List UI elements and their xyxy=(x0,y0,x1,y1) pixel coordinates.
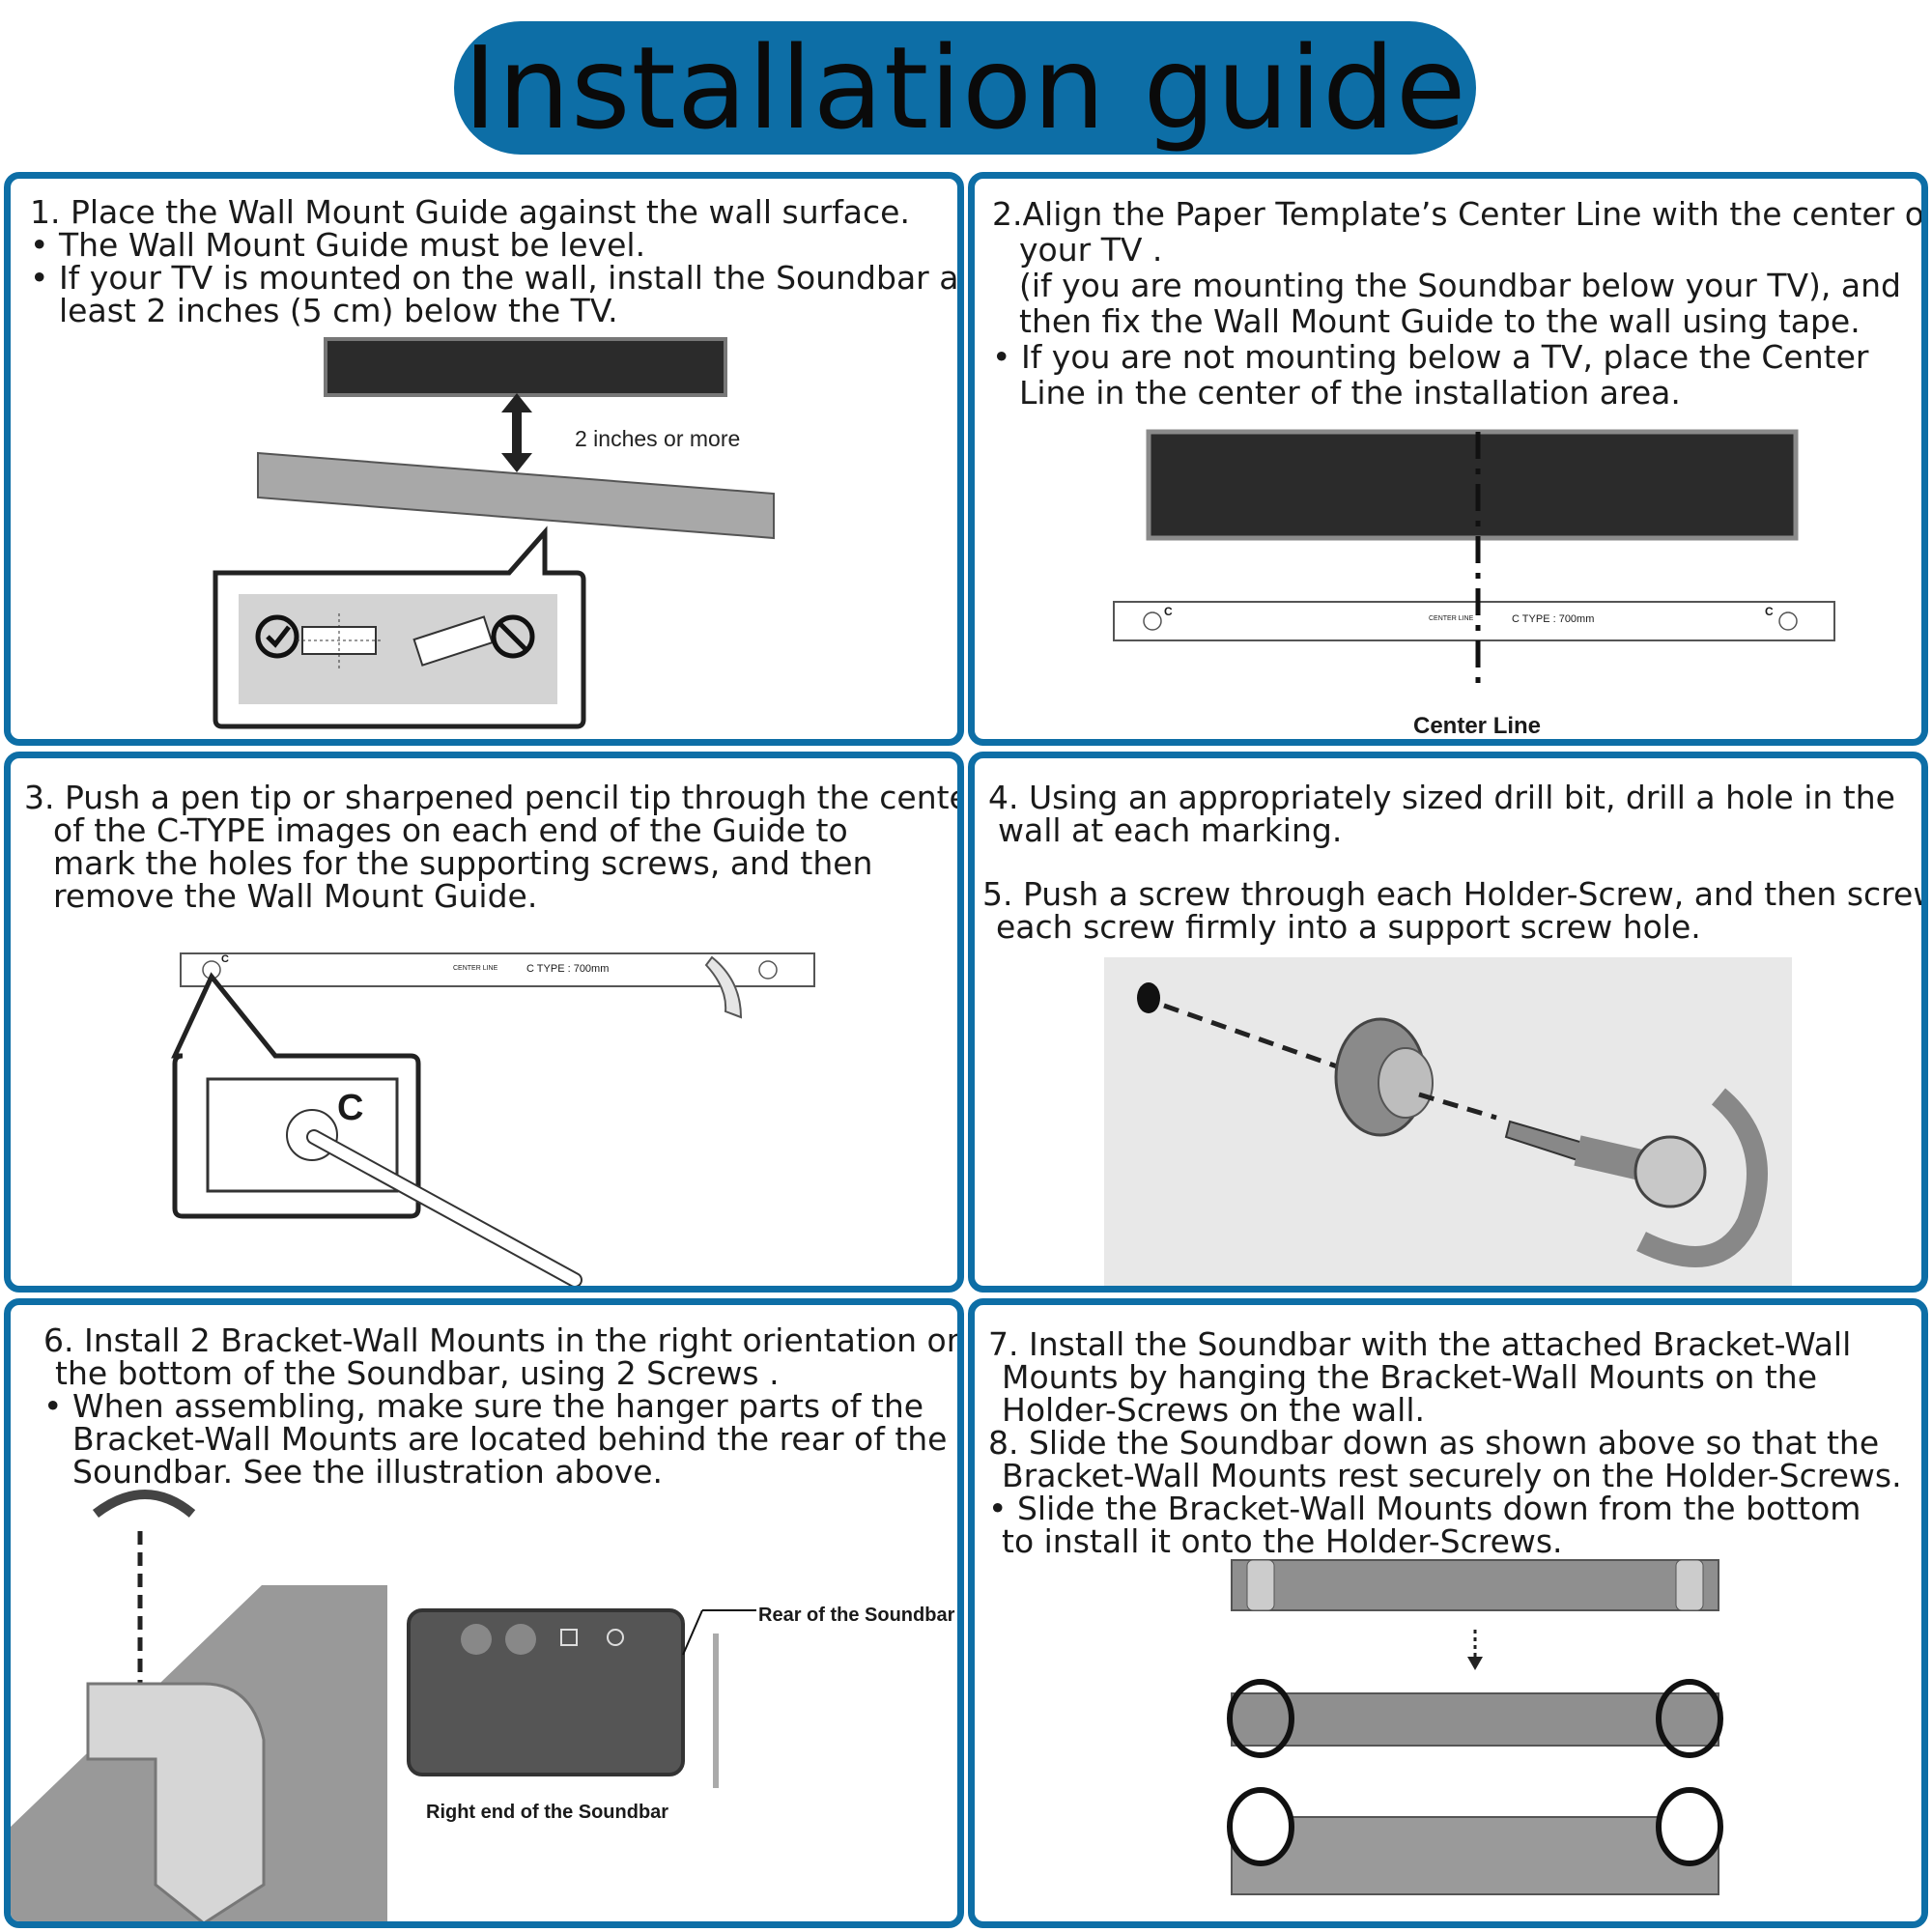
step-4-line: 4. Using an appropriately sized drill bi… xyxy=(988,779,1895,816)
step-3-line: remove the Wall Mount Guide. xyxy=(53,877,538,915)
step-1-line: • The Wall Mount Guide must be level. xyxy=(30,226,646,264)
step-6-line: Bracket-Wall Mounts are located behind t… xyxy=(72,1420,948,1458)
step-8-line: 8. Slide the Soundbar down as shown abov… xyxy=(988,1424,1880,1462)
step-2-line: then fix the Wall Mount Guide to the wal… xyxy=(1019,302,1861,340)
step-6-line: Soundbar. See the illustration above. xyxy=(72,1453,664,1491)
step-5-line: each screw firmly into a support screw h… xyxy=(996,908,1701,946)
center-line-illustration xyxy=(1113,429,1835,691)
template-center-text: CENTER LINE xyxy=(1429,615,1474,622)
step-3-line: of the C-TYPE images on each end of the … xyxy=(53,811,848,849)
step-6-line: the bottom of the Soundbar, using 2 Scre… xyxy=(55,1354,780,1392)
template-c-mark: C xyxy=(1765,605,1774,618)
step-2-panel: 2.Align the Paper Template’s Center Line… xyxy=(968,172,1928,746)
step-8-line: to install it onto the Holder-Screws. xyxy=(1002,1522,1563,1560)
bracket-illustration xyxy=(11,1490,756,1921)
step-7-line: 7. Install the Soundbar with the attache… xyxy=(988,1325,1852,1363)
step-2-line: • If you are not mounting below a TV, pl… xyxy=(992,338,1869,376)
step-4-5-panel: 4. Using an appropriately sized drill bi… xyxy=(968,752,1928,1293)
plus-button-icon xyxy=(505,1624,536,1655)
step-1-panel: 1. Place the Wall Mount Guide against th… xyxy=(4,172,964,746)
down-arrow-icon xyxy=(1467,1657,1483,1670)
step-1-text: 1. Place the Wall Mount Guide against th… xyxy=(30,193,964,329)
step-3-line: 3. Push a pen tip or sharpened pencil ti… xyxy=(24,779,964,816)
pencil-mark-illustration xyxy=(171,952,815,1286)
soundbar-top-view xyxy=(1231,1559,1719,1611)
step-7-line: Holder-Screws on the wall. xyxy=(1002,1391,1425,1429)
step-6-line: 6. Install 2 Bracket-Wall Mounts in the … xyxy=(43,1321,964,1359)
tv-soundbar-gap-illustration xyxy=(213,337,775,729)
rotate-arrow-icon xyxy=(92,1490,196,1519)
step-1-line: least 2 inches (5 cm) below the TV. xyxy=(59,292,618,329)
step-2-line: 2.Align the Paper Template’s Center Line… xyxy=(992,195,1928,233)
step-2-line: Line in the center of the installation a… xyxy=(1019,374,1681,412)
rear-label: Rear of the Soundbar xyxy=(758,1605,955,1626)
template-c-mark: C xyxy=(1164,605,1173,618)
step-2-line: (if you are mounting the Soundbar below … xyxy=(1019,267,1901,304)
step-3-line: mark the holes for the supporting screws… xyxy=(53,844,873,882)
hanging-soundbar-illustration xyxy=(1227,1559,1723,1895)
soundbar-right-end xyxy=(407,1608,685,1776)
step-5-line: 5. Push a screw through each Holder-Scre… xyxy=(982,875,1928,913)
template-type-text: C TYPE : 700mm xyxy=(526,963,610,975)
step-1-line: • If your TV is mounted on the wall, ins… xyxy=(30,259,964,297)
step-4-text: 4. Using an appropriately sized drill bi… xyxy=(988,781,1895,847)
bracket-wall-mount xyxy=(86,1682,266,1921)
step-5-text: 5. Push a screw through each Holder-Scre… xyxy=(982,875,1928,946)
step-6-line: • When assembling, make sure the hanger … xyxy=(43,1387,924,1425)
step-6-panel: 6. Install 2 Bracket-Wall Mounts in the … xyxy=(4,1298,964,1928)
step-8-line: Bracket-Wall Mounts rest securely on the… xyxy=(1002,1457,1902,1494)
center-line-label: Center Line xyxy=(1413,713,1542,739)
soundbar-illustration xyxy=(257,451,775,540)
step-7-8-text: 7. Install the Soundbar with the attache… xyxy=(988,1328,1902,1558)
tv-illustration xyxy=(324,337,727,397)
step-8-line: • Slide the Bracket-Wall Mounts down fro… xyxy=(988,1490,1861,1527)
tv-illustration xyxy=(1146,429,1799,541)
check-icon xyxy=(255,614,299,659)
wall-mount-guide xyxy=(180,952,815,987)
drill-arrow xyxy=(1163,1003,1341,1070)
step-3-panel: 3. Push a pen tip or sharpened pencil ti… xyxy=(4,752,964,1293)
power-icon xyxy=(607,1629,624,1646)
step-7-line: Mounts by hanging the Bracket-Wall Mount… xyxy=(1002,1358,1817,1396)
zoom-c-mark: C xyxy=(337,1088,364,1128)
step-4-line: wall at each marking. xyxy=(998,811,1343,849)
screw-illustration xyxy=(1104,957,1792,1286)
soundbar-bottom-view xyxy=(1231,1816,1719,1895)
step-6-text: 6. Install 2 Bracket-Wall Mounts in the … xyxy=(43,1321,964,1491)
title-banner: Installation guide xyxy=(454,21,1476,155)
wall-hole xyxy=(1137,982,1160,1013)
step-3-text: 3. Push a pen tip or sharpened pencil ti… xyxy=(24,779,964,915)
wall-mount-guide xyxy=(1113,601,1835,641)
page-title: Installation guide xyxy=(463,21,1467,155)
template-center-text: CENTER LINE xyxy=(453,965,498,972)
minus-button-icon xyxy=(461,1624,492,1655)
prohibited-icon xyxy=(491,614,535,659)
tilted-level-tool-icon xyxy=(412,615,494,667)
rotate-arrow-icon xyxy=(1636,1088,1768,1267)
step-1-line: 1. Place the Wall Mount Guide against th… xyxy=(30,193,910,231)
step-2-text: 2.Align the Paper Template’s Center Line… xyxy=(992,195,1928,412)
pencil-icon xyxy=(306,1129,582,1286)
step-2-line: your TV . xyxy=(1019,231,1163,269)
gap-label: 2 inches or more xyxy=(575,426,741,451)
soundbar-middle-view xyxy=(1231,1692,1719,1747)
template-type-text: C TYPE : 700mm xyxy=(1512,613,1595,625)
step-7-8-panel: 7. Install the Soundbar with the attache… xyxy=(968,1298,1928,1928)
right-end-label: Right end of the Soundbar xyxy=(426,1802,669,1823)
template-c-mark: C xyxy=(221,953,229,965)
input-icon xyxy=(560,1629,578,1646)
